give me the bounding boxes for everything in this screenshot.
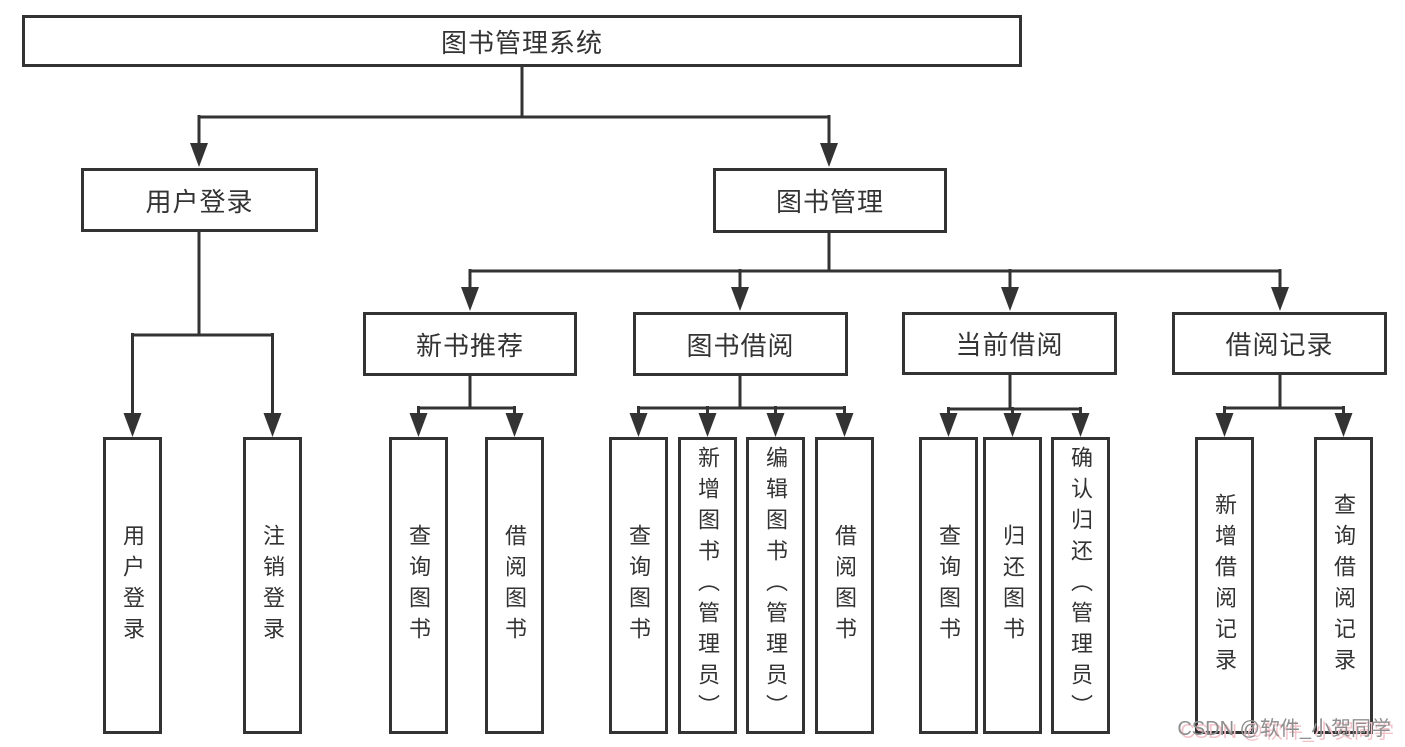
leaf-add-borrow-record: 新增借阅记录	[1195, 437, 1254, 734]
connector-root-to-level2	[197, 67, 831, 148]
leaf-logout: 注销登录	[243, 437, 302, 734]
leaf-borrow-books: 借阅图书	[815, 437, 874, 734]
leaf-borrow-books-recommend: 借阅图书	[485, 437, 544, 734]
node-current-borrowing: 当前借阅	[902, 312, 1117, 375]
connector-new-book-children	[417, 375, 516, 418]
connector-current-borrow-children	[947, 374, 1082, 418]
connector-user-login-children	[131, 231, 274, 418]
watermark: CSDN @软件_小贺同学	[1177, 718, 1391, 740]
leaf-query-borrow-record: 查询借阅记录	[1314, 437, 1373, 734]
leaf-query-books-current: 查询图书	[919, 437, 978, 734]
node-book-borrowing: 图书借阅	[633, 312, 848, 376]
node-root: 图书管理系统	[22, 15, 1022, 67]
node-new-book-recommend: 新书推荐	[363, 312, 577, 376]
leaf-return-books: 归还图书	[983, 437, 1042, 734]
node-user-login: 用户登录	[81, 168, 318, 232]
leaf-edit-books-admin: 编辑图书（管理员）	[746, 437, 805, 734]
node-borrowing-records: 借阅记录	[1172, 312, 1387, 375]
leaf-query-books-borrowing: 查询图书	[609, 437, 668, 734]
leaf-user-login: 用户登录	[103, 437, 162, 734]
connector-borrow-records-children	[1223, 374, 1345, 418]
leaf-query-books-recommend: 查询图书	[389, 437, 448, 734]
leaf-add-books-admin: 新增图书（管理员）	[678, 437, 737, 734]
connector-book-mgmt-to-level3	[468, 232, 1282, 292]
node-book-management: 图书管理	[713, 168, 947, 233]
connector-book-borrow-children	[637, 375, 846, 418]
leaf-confirm-return-admin: 确认归还（管理员）	[1051, 437, 1110, 734]
